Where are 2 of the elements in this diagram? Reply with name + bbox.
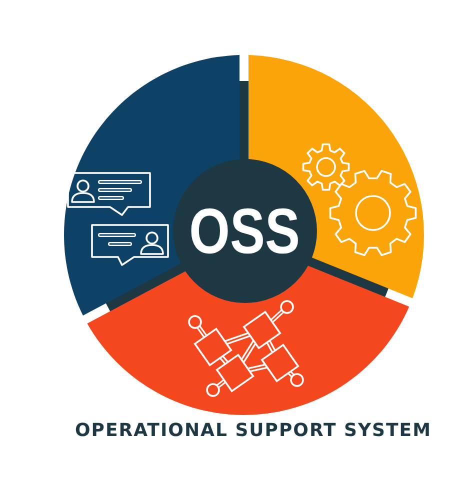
caption: OPERATIONAL SUPPORT SYSTEM xyxy=(75,421,432,441)
node-label: OSS xyxy=(190,199,300,263)
